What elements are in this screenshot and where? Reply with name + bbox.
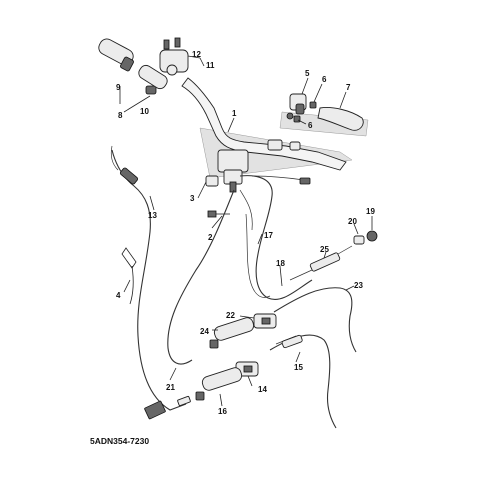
callout-14: 14 (258, 385, 267, 394)
callout-24: 24 (200, 327, 209, 336)
callout-11: 11 (206, 61, 215, 70)
callout-10: 10 (140, 107, 149, 116)
callout-2: 2 (208, 233, 213, 242)
handlebar (181, 77, 347, 171)
cable-21 (167, 189, 253, 365)
callout-12: 12 (192, 50, 201, 59)
left-grip-end (138, 64, 168, 90)
diagram-code: 5ADN354-7230 (90, 436, 149, 446)
callout-9: 9 (116, 83, 121, 92)
switch-22 (253, 313, 277, 329)
cable-13 (110, 145, 191, 411)
collar-part (145, 85, 157, 95)
adjuster-25 (289, 245, 353, 281)
callout-6b: 6 (308, 121, 313, 130)
callout-3: 3 (190, 194, 195, 203)
grip-16 (195, 367, 243, 401)
grip-24 (209, 317, 255, 349)
throttle-housing (159, 37, 189, 76)
handlebar-holder (205, 149, 249, 218)
callout-1: 1 (232, 109, 237, 118)
right-lever-assembly (286, 93, 364, 131)
bracket (144, 400, 166, 420)
leader-lines (119, 55, 373, 407)
callout-4: 4 (116, 291, 121, 300)
callout-6a: 6 (322, 75, 327, 84)
left-grip (98, 38, 134, 72)
callout-20: 20 (348, 217, 357, 226)
callout-21: 21 (166, 383, 175, 392)
callout-18: 18 (276, 259, 285, 268)
callout-7: 7 (346, 83, 351, 92)
cable-tie (121, 247, 137, 305)
cable-23 (273, 287, 357, 353)
callout-23: 23 (354, 281, 363, 290)
callout-25: 25 (320, 245, 329, 254)
callout-19: 19 (366, 207, 375, 216)
cable-15 (269, 334, 337, 429)
callout-15: 15 (294, 363, 303, 372)
callout-17: 17 (264, 231, 273, 240)
part-19-20 (353, 230, 378, 245)
callout-5: 5 (305, 69, 310, 78)
cable-17 (239, 175, 313, 300)
callout-13: 13 (148, 211, 157, 220)
callout-16: 16 (218, 407, 227, 416)
callout-labels: 1 2 3 4 5 6 7 6 9 8 10 12 11 13 14 15 16… (116, 50, 375, 416)
callout-8: 8 (118, 111, 123, 120)
callout-22: 22 (226, 311, 235, 320)
